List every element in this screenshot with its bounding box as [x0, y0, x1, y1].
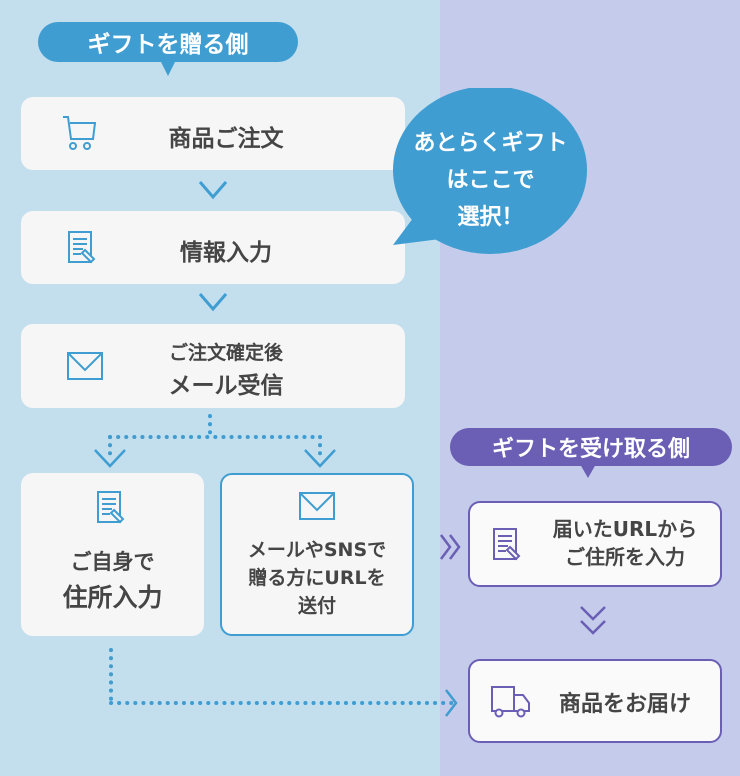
callout-balloon: [393, 88, 587, 254]
step-order: 商品ご注文: [21, 97, 405, 170]
form-icon: [68, 231, 96, 264]
sender-title-tail: [160, 60, 176, 76]
double-chevron-down-icon: [580, 606, 606, 635]
receiver-address-text: 届いたURLから ご住所を入力: [532, 515, 718, 571]
option-self-address: ご自身で 住所入力: [21, 473, 204, 636]
step-info-label: 情報入力: [180, 240, 272, 266]
step-info: 情報入力: [21, 211, 405, 284]
option-send-url: メールやSNSで 贈る方にURLを 送付: [220, 473, 414, 636]
step-order-label: 商品ご注文: [168, 126, 284, 152]
double-chevron-right-icon: [440, 534, 461, 560]
option-self-line2: 住所入力: [62, 583, 163, 612]
mail-icon: [67, 352, 103, 380]
form-icon: [96, 491, 124, 524]
option-send-text: メールやSNSで 贈る方にURLを 送付: [248, 536, 386, 620]
flow-connectors: [94, 414, 458, 717]
sender-title: ギフトを贈る側: [38, 22, 298, 62]
chevron-down-icon: [198, 181, 228, 200]
cart-icon: [63, 116, 97, 150]
receiver-title: ギフトを受け取る側: [450, 428, 732, 466]
receiver-delivery-label: 商品をお届け: [558, 692, 691, 717]
receiver-step-address: 届いたURLから ご住所を入力: [468, 501, 722, 587]
callout-line3: 選択！: [457, 205, 524, 230]
receiver-title-tail: [580, 464, 596, 478]
option-send-line2: 贈る方にURLを: [248, 567, 386, 589]
truck-icon: [491, 686, 530, 718]
callout-text: あとらくギフト はここで 選択！: [393, 125, 588, 236]
form-icon: [493, 528, 521, 561]
option-send-line1: メールやSNSで: [247, 539, 387, 561]
receiver-address-line2: ご住所を入力: [565, 545, 685, 569]
receiver-address-line1: 届いたURLから: [552, 517, 698, 541]
step-mail: ご注文確定後 メール受信: [21, 324, 405, 408]
option-send-line3: 送付: [297, 595, 336, 617]
mail-icon: [299, 492, 335, 520]
step-mail-line1: ご注文確定後: [168, 342, 283, 364]
callout-line2: はここで: [446, 168, 535, 193]
receiver-step-delivery: 商品をお届け: [468, 659, 722, 743]
option-self-line1: ご自身で: [70, 550, 155, 574]
chevron-down-icon: [198, 293, 228, 312]
callout-line1: あとらくギフト: [413, 131, 568, 156]
step-mail-line2: メール受信: [168, 373, 284, 399]
